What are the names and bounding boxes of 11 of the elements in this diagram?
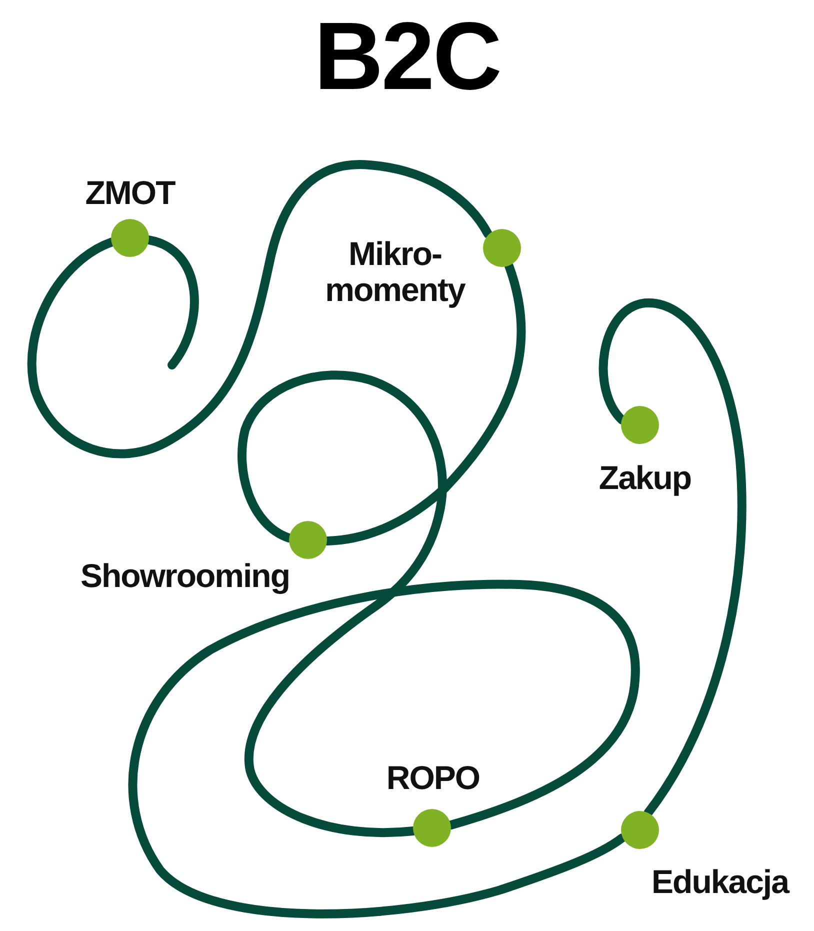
journey-curve xyxy=(27,160,492,458)
stage-label: Mikro- momenty xyxy=(324,236,467,308)
title: B2C xyxy=(312,2,502,112)
stage-label: Showrooming xyxy=(80,558,290,594)
journey-curve xyxy=(598,298,746,818)
stage-label: Zakup xyxy=(598,460,692,496)
stage-label: ZMOT xyxy=(84,175,176,211)
journey-curve xyxy=(238,370,447,837)
stage-label: ROPO xyxy=(385,760,481,796)
journey-curve xyxy=(128,580,640,918)
stage-label: Edukacja xyxy=(650,864,790,900)
